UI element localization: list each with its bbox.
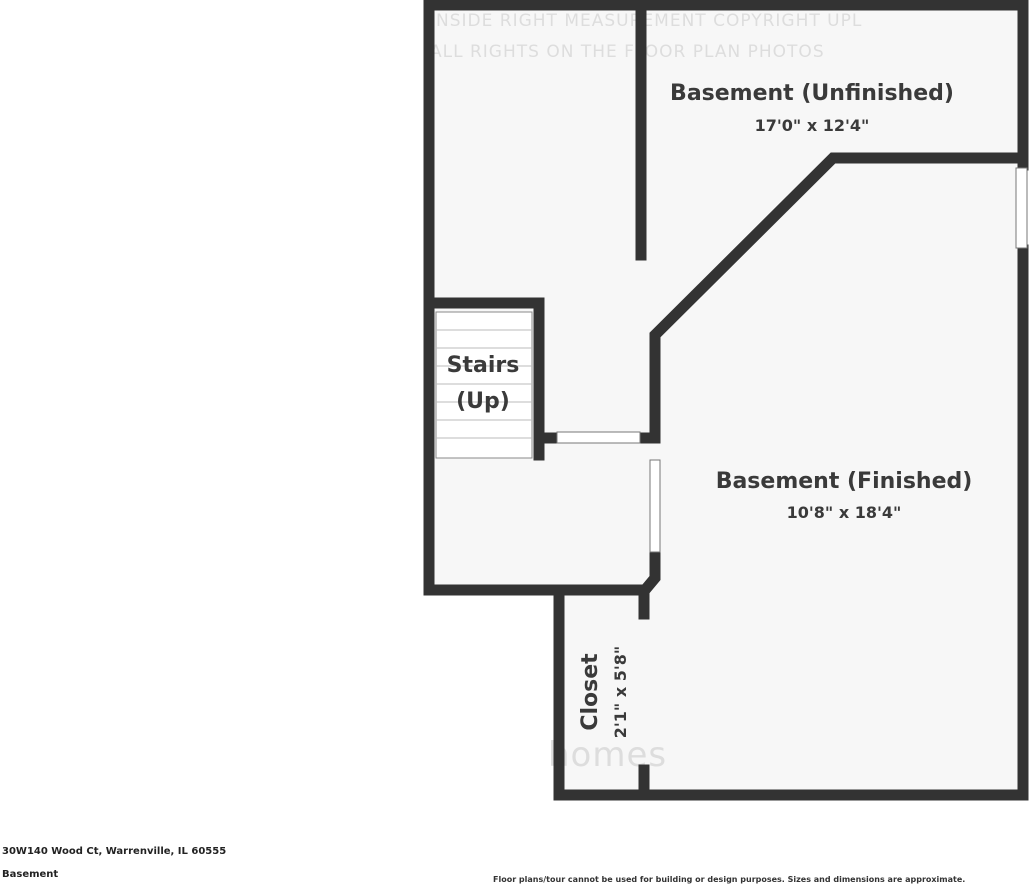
door-opening-vertical xyxy=(649,459,661,553)
door-opening xyxy=(556,431,641,444)
stairs xyxy=(435,311,533,459)
room-unfinished-name: Basement (Unfinished) xyxy=(670,81,954,106)
closet-name: Closet xyxy=(578,653,603,731)
outer-wall-closet xyxy=(553,244,1029,801)
property-address: 30W140 Wood Ct, Warrenville, IL 60555 xyxy=(2,846,227,857)
room-finished-dims: 10'8" x 18'4" xyxy=(787,503,902,522)
floor-level: Basement xyxy=(2,869,59,880)
room-unfinished-dims: 17'0" x 12'4" xyxy=(755,116,870,135)
stair-enclosure xyxy=(423,297,545,461)
diagonal-wall xyxy=(649,152,1029,443)
disclaimer: Floor plans/tour cannot be used for buil… xyxy=(493,875,966,884)
stairs-label-line-2: (Up) xyxy=(456,389,510,414)
watermark-line-2: ALL RIGHTS ON THE FLOOR PLAN PHOTOS xyxy=(430,42,825,62)
walls xyxy=(423,0,1029,801)
room-finished-name: Basement (Finished) xyxy=(716,469,973,494)
closet-dims: 2'1" x 5'8" xyxy=(611,646,630,738)
outer-wall-left xyxy=(423,0,661,596)
floor-area xyxy=(429,5,1023,795)
window xyxy=(1015,167,1028,249)
outer-wall-top-right xyxy=(423,0,1029,171)
stairs-label-line-1: Stairs xyxy=(447,353,520,378)
